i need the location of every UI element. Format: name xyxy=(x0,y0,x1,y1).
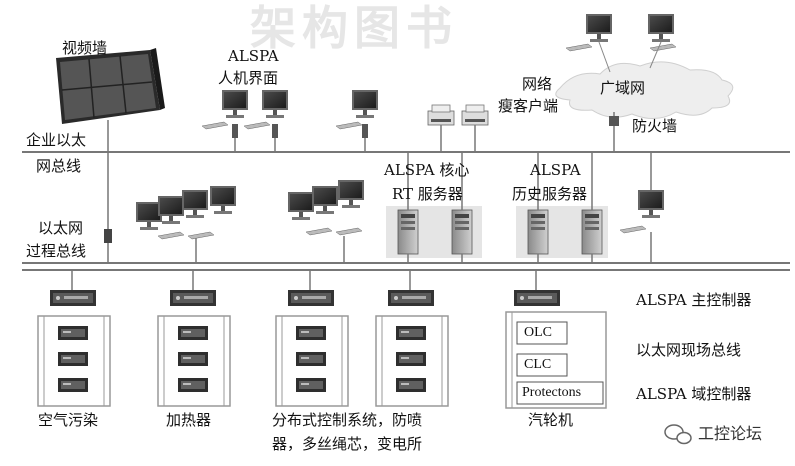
app-air-pollution-label: 空气污染 xyxy=(38,411,99,429)
app-dcs-label-line1: 分布式控制系统，防喷 xyxy=(272,411,423,429)
printers-icon xyxy=(427,104,489,152)
controller-rack-dcs-1 xyxy=(275,270,349,407)
alspa-hmi-label-line2: 人机界面 xyxy=(218,69,279,87)
remote-workstation-icon xyxy=(619,152,664,263)
firewall-icon xyxy=(609,112,619,152)
process-bus-label-line2: 过程总线 xyxy=(26,242,87,260)
olc-box-label: OLC xyxy=(524,325,552,340)
thin-client-label-line1: 网络 xyxy=(522,75,553,93)
process-bus-label-line1: 以太网 xyxy=(38,219,84,237)
clc-box-label: CLC xyxy=(524,357,552,372)
operator-workstations-group-1 xyxy=(136,186,236,263)
video-wall-label: 视频墙 xyxy=(62,39,108,57)
protectons-box-label: Protectons xyxy=(522,385,582,400)
wan-label: 广域网 xyxy=(600,79,646,97)
brand-label: 工控论坛 xyxy=(698,424,763,443)
history-server-label-line1: ALSPA xyxy=(530,161,581,179)
engineering-workstation-icon xyxy=(335,90,378,152)
core-rt-server-icon xyxy=(386,152,482,263)
field-bus-label: 以太网现场总线 xyxy=(636,341,742,359)
thin-client-label-line2: 瘦客户端 xyxy=(498,97,559,115)
thin-client-icons xyxy=(565,14,677,73)
video-wall-icon xyxy=(56,48,165,124)
app-turbine-label: 汽轮机 xyxy=(528,411,574,429)
controller-rack-heater xyxy=(157,270,231,407)
app-dcs-label-line2: 器，多丝绳芯，变电所 xyxy=(272,435,423,453)
enterprise-bus-label-line1: 企业以太 xyxy=(26,131,87,149)
alspa-hmi-label-line1: ALSPA xyxy=(228,47,279,65)
main-controller-label: ALSPA 主控制器 xyxy=(636,291,752,309)
controller-rack-dcs-2 xyxy=(375,270,449,407)
core-rt-server-label-line2: RT 服务器 xyxy=(392,185,463,203)
app-heater-label: 加热器 xyxy=(166,411,212,429)
history-server-icon xyxy=(516,152,608,263)
watermark-text: 架构图书 xyxy=(250,1,458,55)
hmi-workstations-icon xyxy=(201,90,288,152)
controller-rack-air xyxy=(37,270,111,407)
firewall-label: 防火墙 xyxy=(632,117,678,135)
core-rt-server-label-line1: ALSPA 核心 xyxy=(384,161,470,179)
operator-workstations-group-2 xyxy=(288,180,364,263)
wan-cloud-icon xyxy=(555,61,734,119)
enterprise-bus-label-line2: 网总线 xyxy=(36,157,82,175)
history-server-label-line2: 历史服务器 xyxy=(512,185,588,203)
domain-controller-label: ALSPA 域控制器 xyxy=(636,385,752,403)
wechat-icon xyxy=(664,424,692,445)
controller-rack-turbine xyxy=(505,270,607,409)
